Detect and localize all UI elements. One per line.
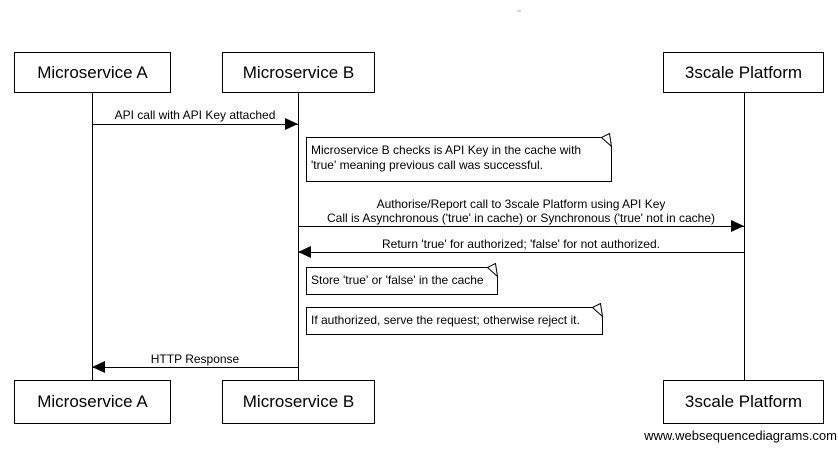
actor-label: 3scale Platform	[684, 62, 803, 82]
arrowhead-left-icon	[92, 361, 105, 373]
note-outline-icon	[306, 132, 612, 182]
note-text: If authorized, serve the request; otherw…	[311, 313, 580, 327]
actor-label: Microservice A	[37, 392, 148, 411]
arrowhead-right-icon	[731, 220, 744, 232]
note-outline-icon	[306, 302, 603, 335]
actor-label: 3scale Platform	[684, 392, 803, 411]
arrowhead-left-icon	[298, 246, 311, 258]
lifeline-microservice-b	[298, 93, 299, 380]
message-label-http-response: HTTP Response	[150, 352, 240, 366]
note-outline-icon	[306, 262, 498, 295]
message-line-http-response	[92, 367, 298, 368]
note-store-cache: Store 'true' or 'false' in the cache	[306, 262, 498, 295]
actor-label: Microservice A	[37, 62, 148, 82]
watermark: www.websequencediagrams.com	[644, 428, 837, 443]
arrowhead-right-icon	[285, 118, 298, 130]
note-text: Microservice B checks is API Key in the …	[311, 143, 582, 172]
actor-top-microservice-a: Microservice A	[14, 52, 171, 93]
actor-label: Microservice B	[242, 392, 355, 411]
message-label-api-call: API call with API Key attached	[114, 108, 276, 122]
artifact-dot	[517, 10, 521, 12]
note-text: Store 'true' or 'false' in the cache	[311, 273, 484, 287]
note-serve-request: If authorized, serve the request; otherw…	[306, 302, 603, 335]
actor-label: Microservice B	[242, 62, 355, 82]
message-label-authorise-report: Authorise/Report call to 3scale Platform…	[298, 197, 744, 225]
note-cache-check: Microservice B checks is API Key in the …	[306, 132, 612, 182]
message-line-return-authorized	[298, 252, 744, 253]
actor-top-microservice-b: Microservice B	[222, 52, 375, 93]
actor-bottom-microservice-b: Microservice B	[222, 380, 375, 424]
lifeline-microservice-a	[92, 93, 93, 380]
message-label-line-2: Call is Asynchronous ('true' in cache) o…	[326, 211, 715, 225]
actor-bottom-microservice-a: Microservice A	[14, 380, 171, 424]
message-label-line-1: Authorise/Report call to 3scale Platform…	[376, 197, 666, 211]
actor-bottom-3scale-platform: 3scale Platform	[663, 380, 824, 424]
actor-top-3scale-platform: 3scale Platform	[663, 52, 824, 93]
lifeline-3scale-platform	[744, 93, 745, 380]
message-line-authorise-report	[298, 226, 744, 227]
message-line-api-call	[92, 124, 298, 125]
message-label-return-authorized: Return 'true' for authorized; 'false' fo…	[382, 237, 660, 251]
